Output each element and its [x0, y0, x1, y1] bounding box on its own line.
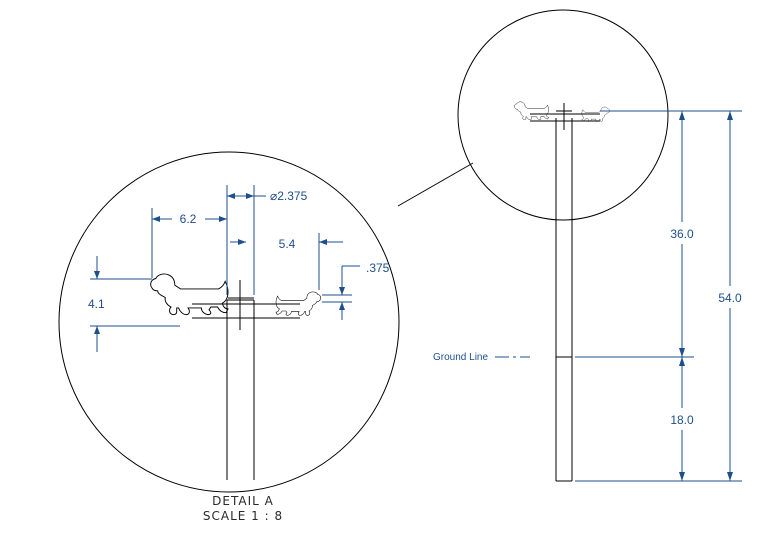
detail-leader-line: [397, 162, 474, 207]
dim-arm-left: 6.2: [151, 185, 228, 295]
ground-line-label: Ground Line: [433, 352, 488, 363]
detail-scale: SCALE 1 : 8: [203, 509, 283, 523]
detail-circle: [58, 151, 400, 493]
detail-a-view: 6.2 ⌀2.375 5.4: [58, 151, 400, 523]
detail-title: DETAIL A: [212, 494, 274, 508]
dim-above-ground-label: 36.0: [670, 227, 694, 241]
dim-post-diameter-label: ⌀2.375: [270, 189, 308, 203]
dim-sign-height: 4.1: [88, 256, 180, 352]
dim-arm-thickness-label: .375: [366, 261, 390, 275]
main-view: Ground Line 36.0 18.0 54.0: [433, 9, 742, 482]
dim-below-ground: 18.0: [670, 357, 694, 481]
dim-overall-height: 54.0: [718, 111, 742, 481]
dim-post-diameter: ⌀2.375: [227, 185, 308, 295]
dim-sign-height-label: 4.1: [88, 297, 105, 311]
dim-arm-thickness: .375: [322, 261, 390, 320]
detail-callout-circle: [457, 9, 669, 221]
dim-below-ground-label: 18.0: [670, 413, 694, 427]
dim-arm-right: 5.4: [230, 233, 343, 290]
detail-left-dog-sign: [150, 273, 229, 316]
dim-arm-right-label: 5.4: [279, 237, 296, 251]
dim-overall-height-label: 54.0: [718, 291, 742, 305]
dim-arm-left-label: 6.2: [180, 212, 197, 226]
left-dog-sign: [514, 101, 549, 120]
dim-above-ground: 36.0: [670, 111, 694, 357]
